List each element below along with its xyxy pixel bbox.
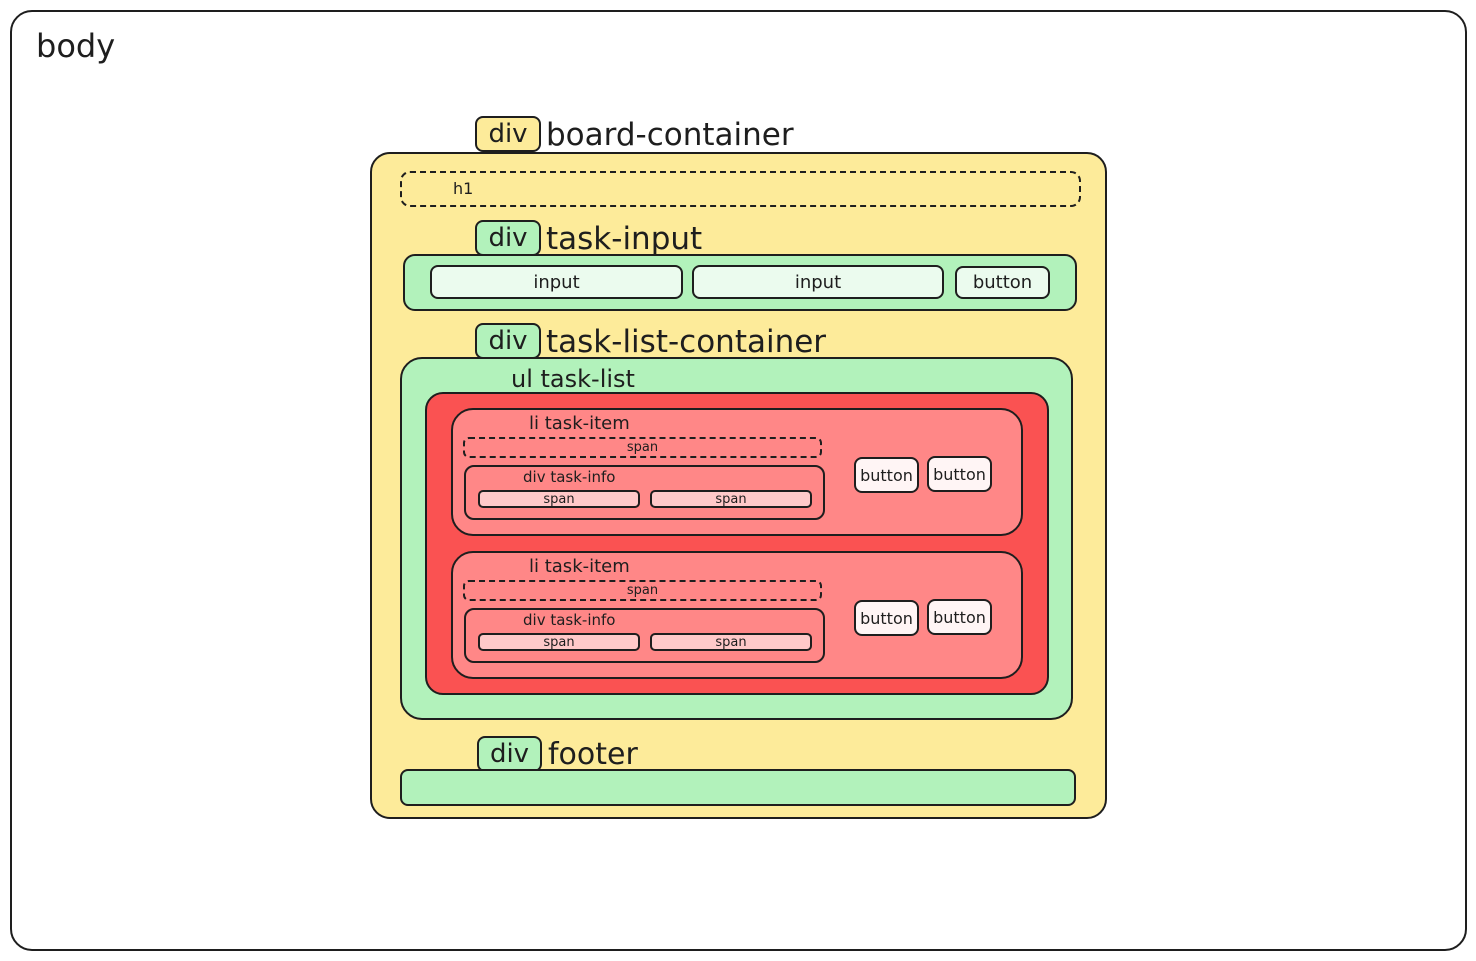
- h1-box: [400, 171, 1081, 207]
- task-item-span: span: [463, 580, 822, 601]
- board-container-tag: div: [475, 116, 541, 152]
- footer-tag: div: [477, 736, 542, 772]
- task-item-label: li task-item: [529, 413, 630, 434]
- task-info-label: div task-info: [523, 468, 616, 486]
- task-input-tag: div: [475, 220, 541, 256]
- task-item-button: button: [927, 599, 992, 635]
- task-item-button: button: [927, 456, 992, 492]
- task-input-label: task-input: [546, 221, 703, 257]
- task-list-container-label: task-list-container: [546, 324, 827, 360]
- task-item-label: li task-item: [529, 556, 630, 577]
- task-info-span: span: [650, 633, 812, 651]
- input-2-box: input: [692, 265, 944, 299]
- board-container-label: board-container: [546, 117, 794, 153]
- input-1-box: input: [430, 265, 683, 299]
- task-info-span: span: [650, 490, 812, 508]
- task-info-span: span: [478, 633, 640, 651]
- task-list-container-tag: div: [475, 323, 541, 359]
- add-button-box: button: [955, 266, 1050, 299]
- task-info-span: span: [478, 490, 640, 508]
- body-label: body: [36, 27, 116, 65]
- task-info-label: div task-info: [523, 611, 616, 629]
- task-list-label: ul task-list: [511, 365, 635, 393]
- footer-label: footer: [548, 737, 638, 772]
- h1-label: h1: [453, 179, 474, 198]
- task-item-span: span: [463, 437, 822, 458]
- footer-box: [400, 769, 1076, 806]
- task-item-button: button: [854, 457, 919, 493]
- task-item-button: button: [854, 600, 919, 636]
